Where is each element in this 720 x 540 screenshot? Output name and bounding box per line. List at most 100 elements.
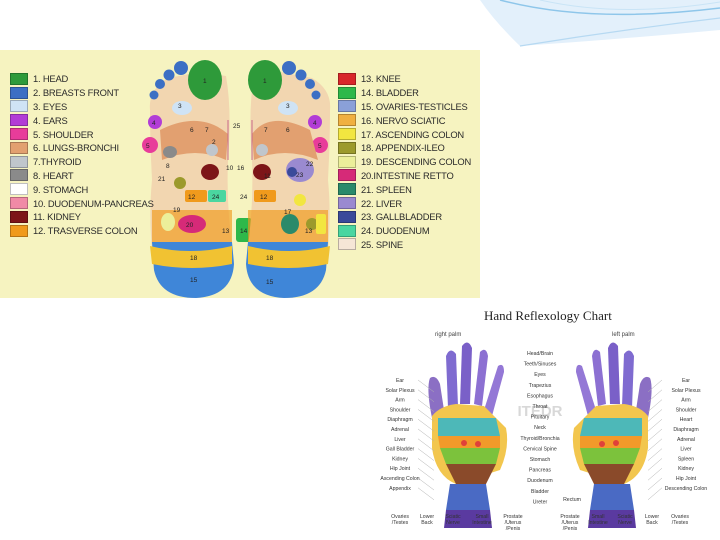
foot-number-7: 7 xyxy=(205,127,209,134)
center-label: Cervical Spine xyxy=(523,446,557,452)
right-side-label: Kidney xyxy=(678,466,694,472)
foot-number-20: 20 xyxy=(186,222,194,229)
legend-item: 19. DESCENDING COLON xyxy=(338,155,471,169)
center-label: Stomach xyxy=(530,457,551,463)
leader-line xyxy=(417,438,435,452)
right-side-label: Diaphragm xyxy=(673,427,698,433)
legend-label: 9. STOMACH xyxy=(33,183,89,195)
legend-item: 4. EARS xyxy=(10,113,154,127)
legend-label: 12. TRASVERSE COLON xyxy=(33,225,138,237)
legend-label: 18. APPENDIX-ILEO xyxy=(361,142,445,154)
left-palm-label: left palm xyxy=(612,332,635,338)
leader-line xyxy=(417,458,435,471)
leader-line xyxy=(647,379,663,393)
legend-swatch xyxy=(338,238,356,251)
legend-item: 14. BLADDER xyxy=(338,86,471,100)
foot-number-24: 24 xyxy=(212,194,220,201)
leader-line xyxy=(647,428,663,442)
right-palm-label: right palm xyxy=(435,332,461,338)
leader-line xyxy=(647,438,663,451)
left-side-label: Adrenal xyxy=(391,427,409,433)
legend-label: 7.THYROID xyxy=(33,156,82,168)
foot-number-1b: 1 xyxy=(263,78,267,85)
bottom-label: Prostate/Uterus/Penis xyxy=(560,514,579,532)
legend-label: 3. EYES xyxy=(33,100,68,112)
legend-label: 5. SHOULDER xyxy=(33,128,94,140)
watermark: ITEDR xyxy=(518,403,563,420)
left-side-label: Arm xyxy=(395,398,405,404)
leader-line xyxy=(417,418,435,432)
foot-number-21: 21 xyxy=(158,176,166,183)
legend-label: 14. BLADDER xyxy=(361,87,419,99)
bottom-label-text: Rectum xyxy=(563,497,581,503)
foot-number-3b: 3 xyxy=(286,103,290,110)
foot-reflexology-chart: 1 1 3 3 4 4 5 5 6 6 7 7 8 25 2 10 16 21 … xyxy=(0,50,480,298)
left-side-label: Hip Joint xyxy=(390,466,411,472)
right-side-label: Arm xyxy=(681,398,691,404)
center-label: Pituitary xyxy=(531,415,550,421)
foot-number-16: 16 xyxy=(237,165,245,172)
legend-item: 1. HEAD xyxy=(10,72,154,86)
legend-item: 5. SHOULDER xyxy=(10,127,154,141)
right-side-label: Hip Joint xyxy=(676,476,697,482)
legend-label: 19. DESCENDING COLON xyxy=(361,156,472,168)
left-side-label: Liver xyxy=(394,437,406,443)
legend-swatch xyxy=(338,169,356,182)
foot-number-13: 13 xyxy=(222,228,230,235)
legend-swatch xyxy=(338,183,356,196)
leader-line xyxy=(417,399,435,412)
legend-item: 17. ASCENDING COLON xyxy=(338,127,471,141)
hands-illustration: right palm left palm xyxy=(380,332,708,532)
center-label: Neck xyxy=(534,425,546,431)
legend-item: 21. SPLEEN xyxy=(338,182,471,196)
left-side-label: Ear xyxy=(396,378,404,384)
slide-corner-swoosh xyxy=(480,0,720,47)
legend-item: 22. LIVER xyxy=(338,196,471,210)
legend-label: 23. GALLBLADDER xyxy=(361,211,442,223)
legend-item: 8. HEART xyxy=(10,169,154,183)
foot-number-2: 2 xyxy=(212,139,216,146)
legend-label: 10. DUODENUM-PANCREAS xyxy=(33,197,154,209)
left-foot xyxy=(142,60,252,298)
bottom-label-text: Ovaries/Testes xyxy=(391,514,409,526)
leader-line xyxy=(417,379,435,393)
legend-label: 20.INTESTINE RETTO xyxy=(361,169,454,181)
legend-item: 3. EYES xyxy=(10,100,154,114)
legend-swatch xyxy=(10,114,28,127)
legend-item: 10. DUODENUM-PANCREAS xyxy=(10,196,154,210)
foot-number-19: 19 xyxy=(173,207,181,214)
legend-label: 22. LIVER xyxy=(361,197,402,209)
leader-line xyxy=(647,419,663,432)
right-side-label: Shoulder xyxy=(676,407,697,413)
legend-label: 8. HEART xyxy=(33,169,74,181)
legend-swatch xyxy=(338,155,356,168)
legend-label: 6. LUNGS-BRONCHI xyxy=(33,142,119,154)
bottom-label: Ovaries/Testes xyxy=(671,514,689,526)
legend-item: 20.INTESTINE RETTO xyxy=(338,169,471,183)
foot-number-11: 11 xyxy=(264,173,271,180)
right-side-label: Adrenal xyxy=(677,437,695,443)
legend-label: 21. SPLEEN xyxy=(361,183,412,195)
leader-line xyxy=(417,477,435,491)
right-foot xyxy=(246,60,331,298)
foot-number-13b: 13 xyxy=(305,228,313,235)
leader-line xyxy=(417,428,435,442)
legend-item: 7.THYROID xyxy=(10,155,154,169)
foot-number-5: 5 xyxy=(146,143,150,150)
legend-item: 25. SPINE xyxy=(338,238,471,252)
legend-item: 12. TRASVERSE COLON xyxy=(10,224,154,238)
bottom-label: Rectum xyxy=(563,497,581,503)
bottom-label-text: Ovaries/Testes xyxy=(671,514,689,526)
foot-number-5b: 5 xyxy=(318,143,322,150)
left-side-label: Ascending Colon xyxy=(380,476,419,482)
